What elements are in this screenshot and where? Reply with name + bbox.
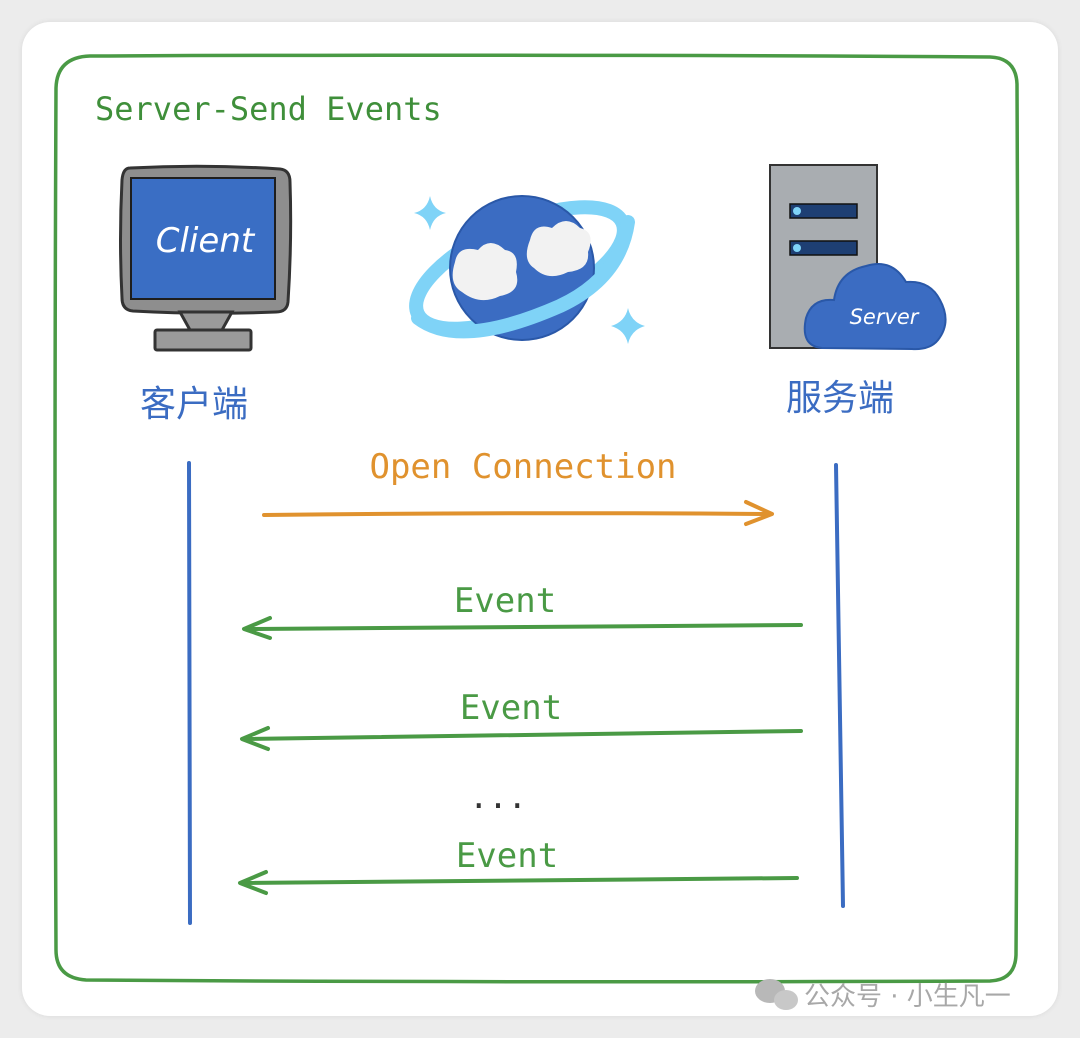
event-label: Event <box>460 688 562 728</box>
client-caption: 客户端 <box>140 384 248 425</box>
diagram-frame <box>53 53 1020 984</box>
watermark: 公众号 · 小生凡一 <box>804 982 1011 1012</box>
wechat-icon <box>755 979 798 1010</box>
event-label: Event <box>456 836 558 876</box>
monitor-icon: Client <box>119 164 293 352</box>
ellipsis-label: ... <box>469 778 527 816</box>
client-screen-label: Client <box>156 221 256 261</box>
server-lifeline <box>834 463 845 908</box>
event-arrow <box>242 616 803 640</box>
diagram-title: Server-Send Events <box>95 90 442 128</box>
cloud-icon: Server <box>803 263 947 351</box>
sparkle-icon <box>611 308 645 344</box>
event-arrow <box>238 870 799 895</box>
event-label: Event <box>454 581 556 621</box>
open-connection-arrow <box>262 500 774 526</box>
event-arrow <box>240 726 803 751</box>
client-lifeline <box>187 461 192 925</box>
open-connection-label: Open Connection <box>369 447 676 487</box>
planet-icon <box>409 195 645 344</box>
server-caption: 服务端 <box>786 378 894 419</box>
server-cloud-label: Server <box>850 305 920 329</box>
sparkle-icon <box>414 196 446 230</box>
